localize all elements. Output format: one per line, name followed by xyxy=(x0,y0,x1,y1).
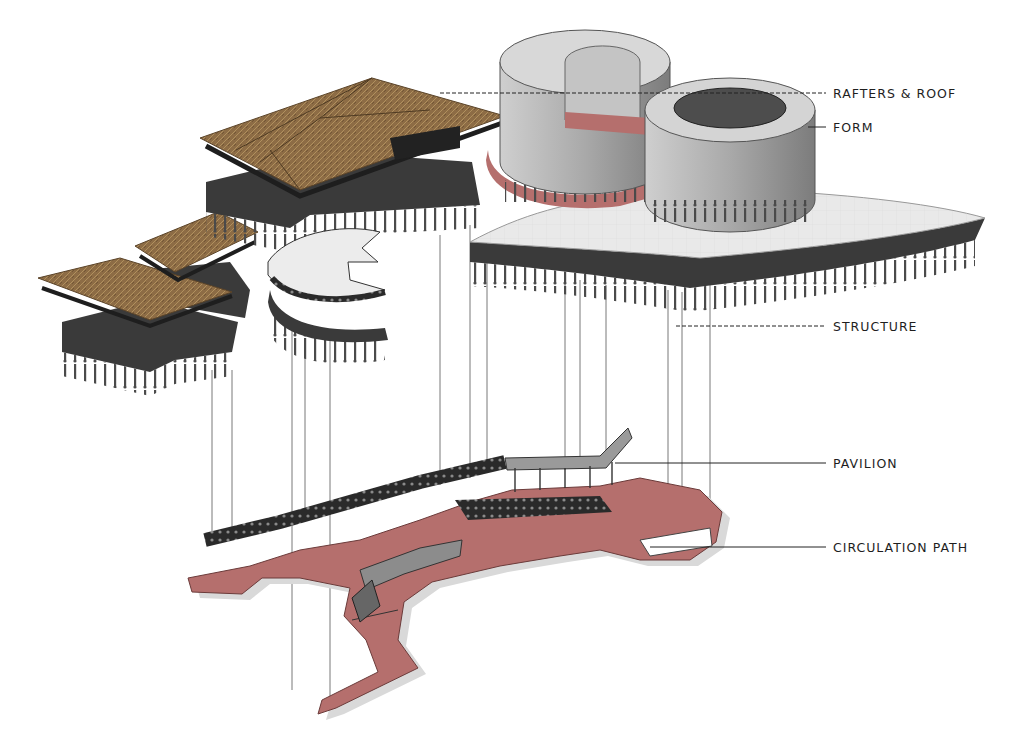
callout-label: RAFTERS & ROOF xyxy=(830,85,959,102)
main-roof xyxy=(200,78,505,252)
structure-slab xyxy=(470,190,985,312)
pavilion xyxy=(205,428,632,622)
leader-lines xyxy=(440,93,826,547)
callout-label: CIRCULATION PATH xyxy=(830,539,971,556)
curved-slab xyxy=(268,229,388,364)
circulation-path xyxy=(188,478,730,720)
callout-label: STRUCTURE xyxy=(830,318,921,335)
form-cylinders xyxy=(486,30,815,232)
callout-label: FORM xyxy=(830,119,877,136)
callout-label: PAVILION xyxy=(830,455,901,472)
